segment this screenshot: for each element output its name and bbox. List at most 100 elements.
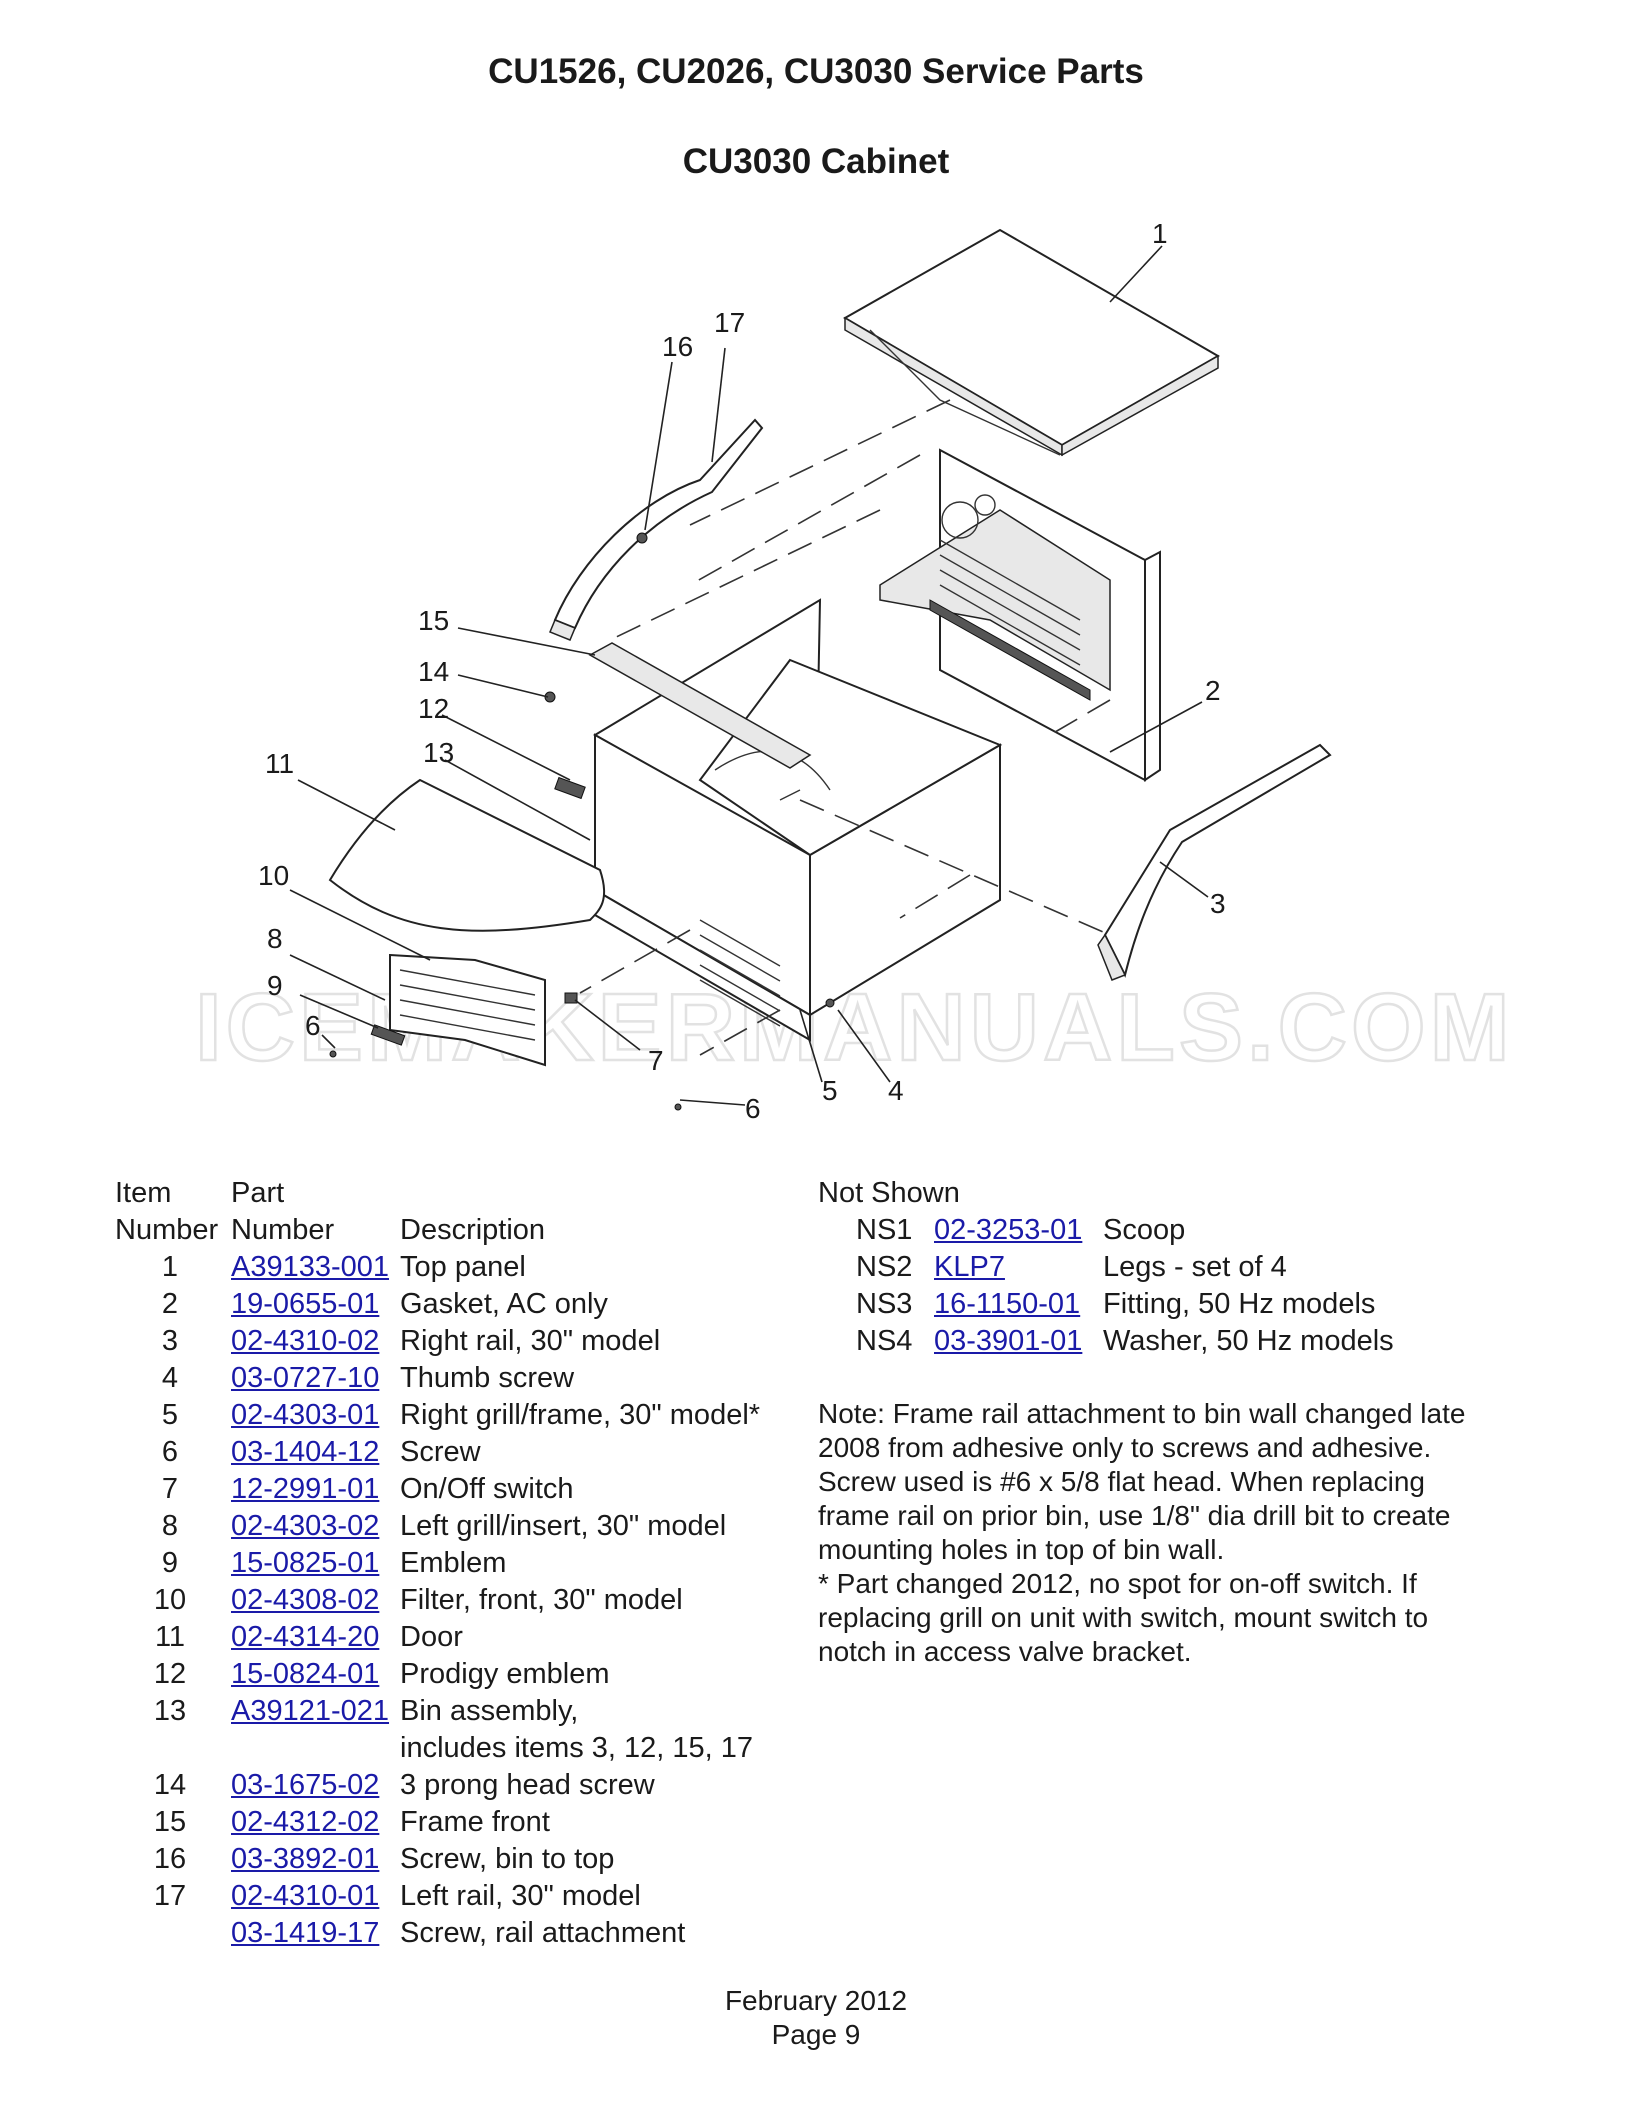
item-number: 13 [153,1695,187,1727]
part-number-link[interactable]: 02-4310-02 [231,1325,380,1357]
ns-part-number-link[interactable]: 03-3901-01 [934,1325,1083,1357]
item-number: 6 [161,1436,179,1468]
left-grill-part [370,953,546,1067]
leader-lines [289,245,1209,1106]
item-number: 2 [161,1288,179,1320]
table-row: 11 02-4314-20 Door [115,1619,795,1656]
ns-part-description: Washer, 50 Hz models [1103,1325,1394,1357]
note-line: replacing grill on unit with switch, mou… [818,1602,1429,1633]
part-description: includes items 3, 12, 15, 17 [400,1732,754,1764]
callout-12: 12 [418,693,449,724]
part-number-link[interactable]: 02-4314-20 [231,1621,380,1653]
callout-2: 2 [1205,675,1221,706]
callout-3: 3 [1210,888,1226,919]
part-number-link[interactable]: 15-0824-01 [231,1658,380,1690]
list-item: NS4 03-3901-01 Washer, 50 Hz models [818,1323,1518,1360]
item-number: 7 [161,1473,179,1505]
on-off-switch-part [564,992,578,1004]
bin-assembly-part [588,598,1003,1042]
part-description: Screw, rail attachment [400,1917,686,1949]
part-number-link[interactable]: 03-3892-01 [231,1843,380,1875]
item-number: 5 [161,1399,179,1431]
item-number: 14 [153,1769,187,1801]
note-line: mounting holes in top of bin wall. [818,1534,1225,1565]
part-number-link[interactable]: 15-0825-01 [231,1547,380,1579]
part-description: Left rail, 30" model [400,1880,641,1912]
note-line: * Part changed 2012, no spot for on-off … [818,1568,1417,1599]
note-line: frame rail on prior bin, use 1/8" dia dr… [818,1500,1451,1531]
part-number-link[interactable]: 19-0655-01 [231,1288,380,1320]
callout-17: 17 [714,307,745,338]
right-rail-part [1097,743,1332,981]
part-number-link[interactable]: 02-4303-01 [231,1399,380,1431]
item-number: 4 [161,1362,179,1394]
note-line: Screw used is #6 x 5/8 flat head. When r… [818,1466,1426,1497]
callout-16: 16 [662,331,693,362]
table-row: 03-1419-17 Screw, rail attachment [115,1915,795,1952]
part-number-link[interactable]: 03-1419-17 [231,1917,380,1949]
part-description: Frame front [400,1806,550,1838]
item-number: 9 [161,1547,179,1579]
ns-part-number-link[interactable]: KLP7 [934,1251,1005,1283]
ns-part-number-link[interactable]: 02-3253-01 [934,1214,1083,1246]
parts-header-row-1: Item Part [115,1175,795,1212]
door-part [328,778,606,932]
exploded-cabinet-diagram: ICEMAKERMANUALS.COM [194,218,1511,1124]
item-number: 16 [153,1843,187,1875]
callout-14: 14 [418,656,449,687]
assembly-lines [579,399,1111,1056]
col-item-label-1: Item [115,1177,172,1209]
ns-item-number: NS2 [856,1251,913,1283]
part-description: Right rail, 30" model [400,1325,661,1357]
callout-4: 4 [888,1075,904,1106]
part-description: 3 prong head screw [400,1769,655,1801]
part-number-link[interactable]: 12-2991-01 [231,1473,380,1505]
thumb-screw-part [825,998,835,1008]
ns-part-number-link[interactable]: 16-1150-01 [934,1288,1081,1320]
part-number-link[interactable]: 03-1404-12 [231,1436,380,1468]
section-title: CU3030 Cabinet [682,142,950,181]
part-description: Filter, front, 30" model [400,1584,683,1616]
part-description: On/Off switch [400,1473,574,1505]
callout-13: 13 [423,737,454,768]
part-description: Left grill/insert, 30" model [400,1510,727,1542]
item-number: 1 [161,1251,179,1283]
part-description: Screw, bin to top [400,1843,615,1875]
part-description: Emblem [400,1547,507,1579]
part-number-link[interactable]: A39133-001 [231,1251,390,1283]
table-row: 7 12-2991-01 On/Off switch [115,1471,795,1508]
callout-11: 11 [265,748,294,779]
notes-block: Note: Frame rail attachment to bin wall … [818,1397,1518,1669]
part-description: Thumb screw [400,1362,575,1394]
table-row: 16 03-3892-01 Screw, bin to top [115,1841,795,1878]
item-number: 11 [154,1621,186,1653]
footer-date: February 2012 [724,1985,908,2016]
part-number-link[interactable]: 03-1675-02 [231,1769,380,1801]
ns-item-number: NS1 [856,1214,913,1246]
ns-part-description: Fitting, 50 Hz models [1103,1288,1376,1320]
part-description: Door [400,1621,463,1653]
callout-8: 8 [267,923,283,954]
part-number-link[interactable]: 02-4308-02 [231,1584,380,1616]
page-number: Page 9 [771,2019,861,2050]
table-row: 14 03-1675-02 3 prong head screw [115,1767,795,1804]
part-number-link[interactable]: 02-4303-02 [231,1510,380,1542]
callout-9: 9 [267,970,283,1001]
col-item-label-2: Number [115,1214,219,1246]
callout-labels: 1 2 3 4 5 6 6 7 8 9 10 11 12 13 14 15 16… [258,218,1226,1124]
part-number-link[interactable]: 02-4310-01 [231,1880,380,1912]
table-row: includes items 3, 12, 15, 17 [115,1730,795,1767]
part-number-link[interactable]: 02-4312-02 [231,1806,380,1838]
document-title: CU1526, CU2026, CU3030 Service Parts [488,52,1144,91]
part-number-link[interactable]: A39121-021 [231,1695,390,1727]
ns-item-number: NS4 [856,1325,913,1357]
part-number-link[interactable]: 03-0727-10 [231,1362,380,1394]
